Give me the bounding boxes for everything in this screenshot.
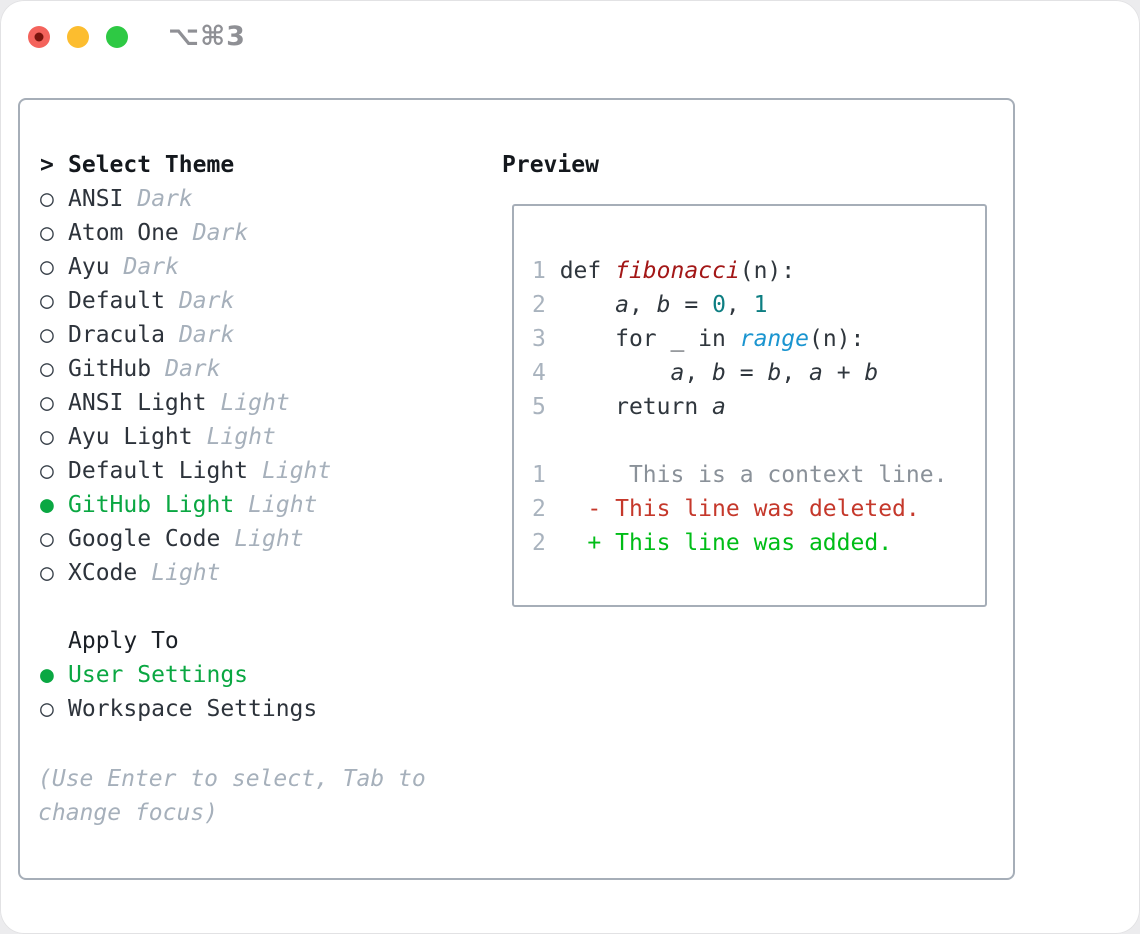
theme-variant: Light xyxy=(262,458,332,484)
radio-off-icon: ○ xyxy=(40,526,54,552)
radio-off-icon: ○ xyxy=(40,186,54,212)
code-line-1: 1 def fibonacci(n): xyxy=(532,258,796,284)
apply-to-options: ● User Settings ○ Workspace Settings xyxy=(40,658,480,726)
theme-variant: Dark xyxy=(165,356,221,382)
code-line-4: 4 a, b = b, a + b xyxy=(532,360,879,386)
theme-option-ansi[interactable]: ○ ANSI Dark xyxy=(40,182,480,216)
theme-name: ANSI Light xyxy=(68,390,207,416)
diff-context-line: 1 This is a context line. xyxy=(532,462,948,488)
theme-option-github[interactable]: ○ GitHub Dark xyxy=(40,352,480,386)
theme-name: Default xyxy=(68,288,165,314)
blank-line xyxy=(532,424,985,458)
apply-option-label: User Settings xyxy=(68,662,249,688)
theme-name: Atom One xyxy=(68,220,179,246)
theme-variant: Dark xyxy=(192,220,249,246)
theme-option-default-light[interactable]: ○ Default Light Light xyxy=(40,454,480,488)
diff-deleted-line: 2 - This line was deleted. xyxy=(532,496,920,522)
radio-off-icon: ○ xyxy=(40,560,54,586)
radio-off-icon: ○ xyxy=(40,696,54,722)
radio-on-icon: ● xyxy=(40,662,54,688)
select-theme-title: Select Theme xyxy=(68,152,235,178)
diff-added-line: 2 + This line was added. xyxy=(532,530,893,556)
theme-variant: Dark xyxy=(178,322,235,348)
theme-name: GitHub xyxy=(68,356,152,382)
preview-title: Preview xyxy=(502,152,599,178)
preview-box: 1 def fibonacci(n): 2 a, b = 0, 1 3 for _ … xyxy=(512,204,987,607)
select-theme-header: > Select Theme xyxy=(40,148,480,182)
radio-off-icon: ○ xyxy=(40,356,54,382)
code-line-3: 3 for _ in range(n): xyxy=(532,326,865,352)
apply-to-header: Apply To xyxy=(40,624,480,658)
theme-variant: Light xyxy=(248,492,318,518)
apply-to-title: Apply To xyxy=(68,628,179,654)
code-line-2: 2 a, b = 0, 1 xyxy=(532,292,768,318)
theme-option-dracula[interactable]: ○ Dracula Dark xyxy=(40,318,480,352)
theme-variant: Light xyxy=(220,390,290,416)
theme-name: Ayu Light xyxy=(68,424,193,450)
theme-name: Default Light xyxy=(68,458,249,484)
theme-variant: Light xyxy=(151,560,221,586)
theme-variant: Light xyxy=(234,526,304,552)
window-shortcut-label: ⌥⌘3 xyxy=(168,21,246,52)
theme-option-github-light[interactable]: ● GitHub Light Light xyxy=(40,488,480,522)
radio-off-icon: ○ xyxy=(40,254,54,280)
radio-on-icon: ● xyxy=(40,492,54,518)
theme-variant: Dark xyxy=(137,186,193,212)
theme-name: GitHub Light xyxy=(68,492,235,518)
apply-option-user-settings[interactable]: ● User Settings xyxy=(40,658,480,692)
minimize-button[interactable] xyxy=(67,26,89,48)
radio-off-icon: ○ xyxy=(40,390,54,416)
theme-name: ANSI xyxy=(68,186,124,212)
apply-option-label: Workspace Settings xyxy=(68,696,318,722)
help-line-1: (Use Enter to select, Tab to xyxy=(38,766,426,792)
theme-option-xcode[interactable]: ○ XCode Light xyxy=(40,556,480,590)
theme-option-ayu[interactable]: ○ Ayu Dark xyxy=(40,250,480,284)
theme-option-google-code[interactable]: ○ Google Code Light xyxy=(40,522,480,556)
close-button[interactable] xyxy=(28,26,50,48)
theme-name: Ayu xyxy=(68,254,110,280)
code-line-5: 5 return a xyxy=(532,394,726,420)
theme-option-ansi-light[interactable]: ○ ANSI Light Light xyxy=(40,386,480,420)
traffic-lights xyxy=(28,26,128,48)
theme-option-ayu-light[interactable]: ○ Ayu Light Light xyxy=(40,420,480,454)
help-line-2: change focus) xyxy=(38,800,219,826)
radio-off-icon: ○ xyxy=(40,288,54,314)
radio-off-icon: ○ xyxy=(40,220,54,246)
close-button-dot-icon xyxy=(34,32,44,42)
theme-name: Google Code xyxy=(68,526,221,552)
zoom-button[interactable] xyxy=(106,26,128,48)
preview-code: 1 def fibonacci(n): 2 a, b = 0, 1 3 for _ … xyxy=(532,254,985,560)
radio-off-icon: ○ xyxy=(40,322,54,348)
theme-name: XCode xyxy=(68,560,138,586)
theme-variant: Light xyxy=(206,424,276,450)
titlebar: ⌥⌘3 xyxy=(0,0,1140,72)
theme-variant: Dark xyxy=(178,288,235,314)
theme-variant: Dark xyxy=(123,254,179,280)
theme-option-default[interactable]: ○ Default Dark xyxy=(40,284,480,318)
selector-icon: > xyxy=(40,152,54,178)
theme-name: Dracula xyxy=(68,322,165,348)
radio-off-icon: ○ xyxy=(40,424,54,450)
radio-off-icon: ○ xyxy=(40,458,54,484)
theme-option-atom-one[interactable]: ○ Atom One Dark xyxy=(40,216,480,250)
apply-option-workspace-settings[interactable]: ○ Workspace Settings xyxy=(40,692,480,726)
help-text: (Use Enter to select, Tab to change focu… xyxy=(38,762,480,830)
spacer xyxy=(40,590,480,624)
